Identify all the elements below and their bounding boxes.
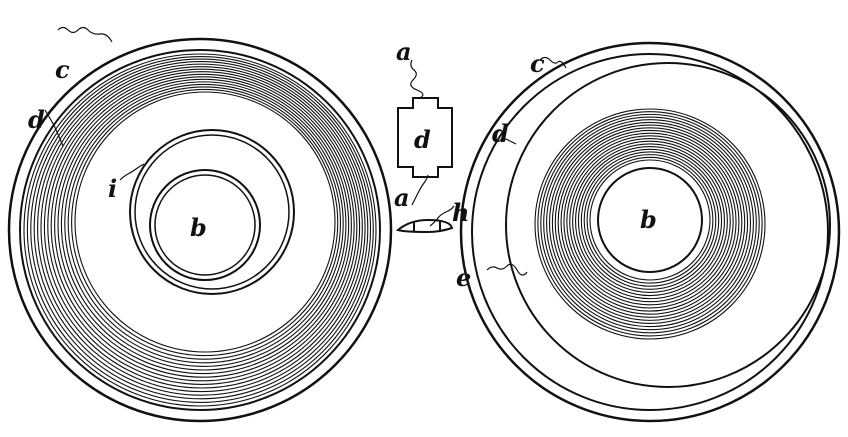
left-inner-ring — [19, 49, 381, 411]
label-a-top: a — [396, 37, 412, 66]
coil-turn — [586, 156, 714, 284]
coil-turn — [23, 53, 377, 407]
label-d-left: d — [28, 105, 45, 134]
coil-turn — [26, 55, 374, 403]
coil-turn — [551, 124, 749, 321]
coil-turn — [33, 61, 369, 396]
coil-turn — [583, 154, 717, 287]
label-b-right: b — [640, 205, 657, 234]
coil-turn — [60, 81, 347, 367]
coil-turn — [50, 73, 355, 378]
left-spiral-band — [23, 53, 377, 407]
right-hub — [597, 167, 703, 273]
coil-turn — [67, 86, 342, 360]
coil-turn — [560, 132, 740, 312]
coil-turn — [572, 143, 728, 300]
label-d-middle: d — [414, 125, 431, 154]
coil-turn — [37, 63, 366, 393]
coil-turn — [569, 140, 731, 303]
left-outer-circle — [7, 37, 393, 423]
coil-turn — [54, 76, 352, 375]
right-spring-figure: c d e b — [456, 41, 841, 423]
detail-clip-h — [395, 218, 454, 234]
coil-turn — [589, 159, 711, 281]
coil-turn — [580, 151, 720, 290]
label-b-left: b — [190, 213, 207, 242]
coil-turn — [534, 108, 766, 340]
label-a-bottom: a — [394, 183, 410, 212]
middle-detail-figure: a d a h — [394, 37, 469, 234]
label-e: e — [456, 263, 471, 292]
right-spiral-band — [534, 108, 766, 340]
coil-turn — [540, 113, 760, 334]
right-strip-e — [505, 62, 831, 388]
coil-turn — [577, 148, 723, 293]
label-d-right: d — [492, 119, 509, 148]
coil-turn — [554, 127, 746, 318]
right-inner-ring — [471, 53, 829, 411]
leader-c-left — [57, 26, 113, 43]
left-spring-figure: c d i b — [7, 26, 393, 423]
coil-turn — [548, 121, 752, 325]
coil-turn — [543, 116, 757, 331]
coil-turn — [71, 88, 339, 357]
coil-turn — [546, 119, 754, 328]
coil-turn — [47, 71, 358, 382]
leader-i — [119, 163, 145, 181]
detail-plate-d — [397, 97, 453, 178]
label-h: h — [452, 198, 469, 227]
coil-turn — [30, 58, 372, 400]
coil-turn — [64, 83, 344, 364]
label-c-left: c — [55, 55, 70, 84]
coil-turn — [40, 66, 363, 389]
label-c-right: c — [530, 49, 545, 78]
coil-turn — [574, 146, 726, 297]
coil-turn — [74, 91, 336, 353]
coil-turn — [57, 78, 350, 371]
left-spiral-turn — [129, 129, 295, 295]
coil-turn — [537, 111, 763, 337]
coil-turn — [563, 135, 737, 309]
coil-turn — [566, 137, 734, 306]
coil-turn — [557, 129, 743, 315]
label-i: i — [108, 174, 117, 203]
left-hub — [149, 169, 261, 281]
leader-d-left — [44, 109, 64, 147]
coil-turn — [43, 68, 361, 385]
right-outer-circle — [459, 41, 841, 423]
